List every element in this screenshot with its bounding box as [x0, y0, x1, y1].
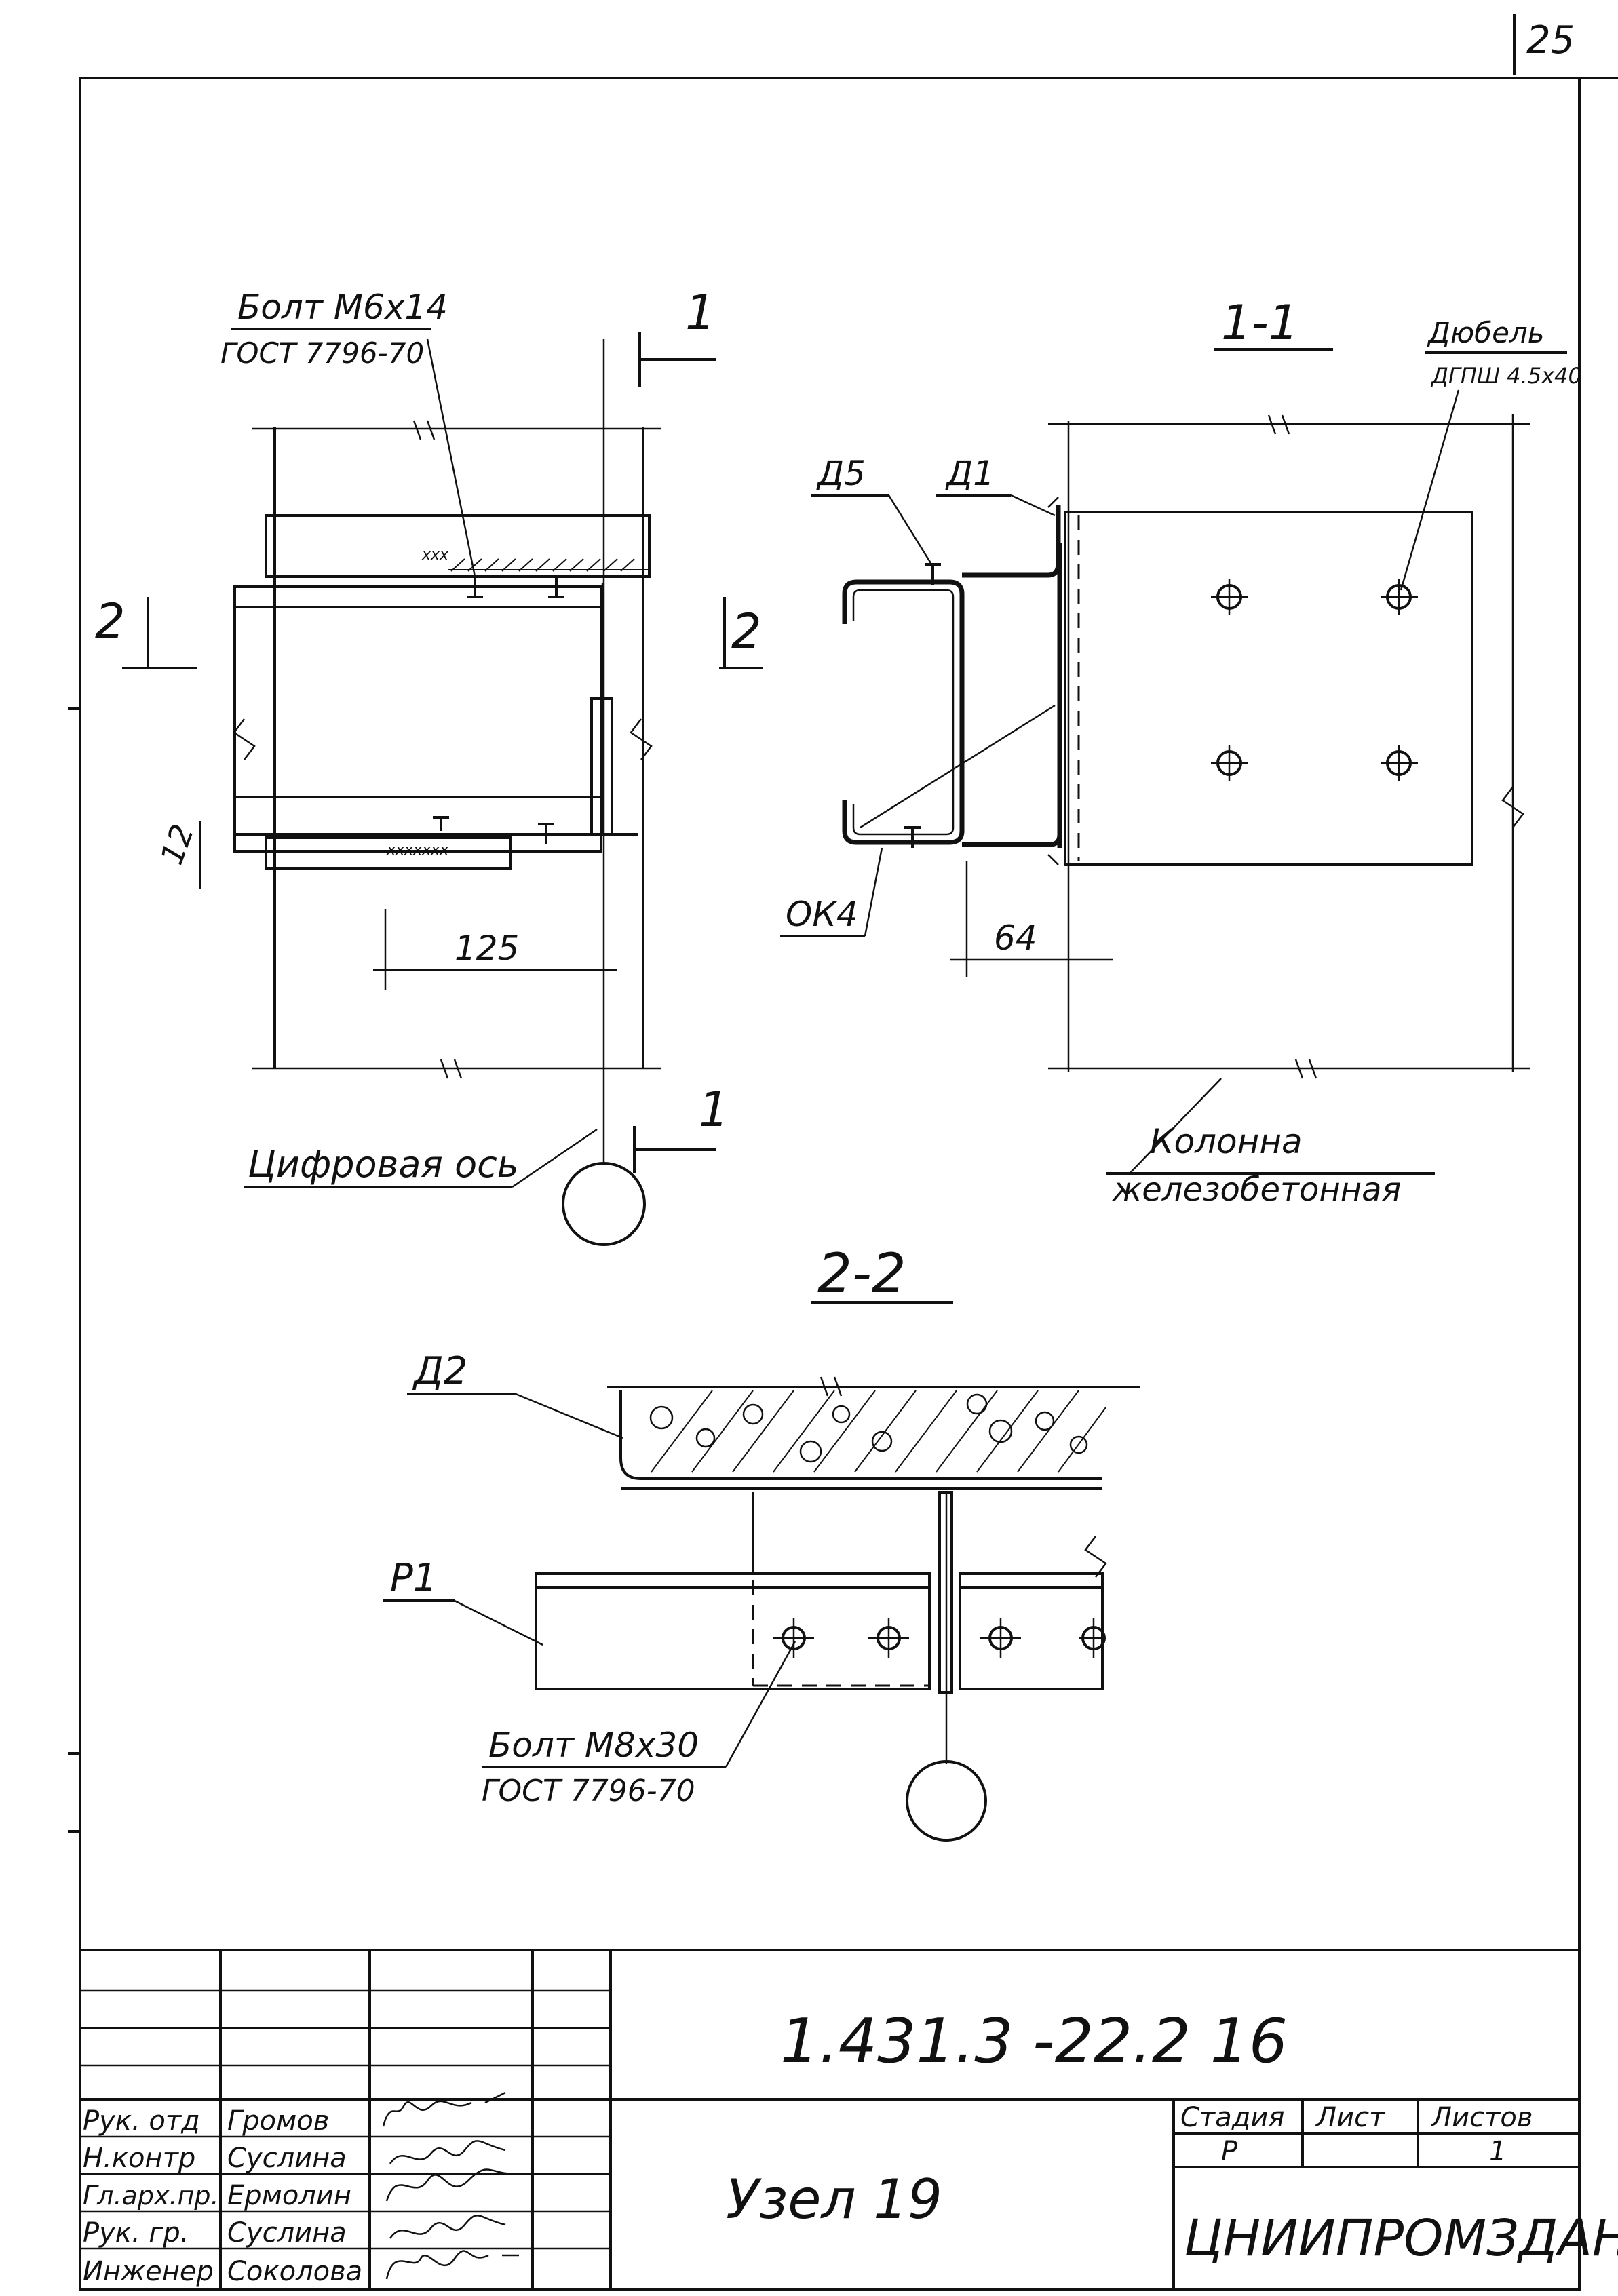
column-label-leader [1129, 1078, 1222, 1174]
node-title: Узел 19 [726, 2168, 942, 2231]
break-top [412, 420, 436, 440]
axis-marker-circle-2 [906, 1760, 987, 1842]
page-number: 25 [1526, 18, 1575, 62]
section-2-mark-left: 2 [95, 594, 126, 649]
beam-right [959, 1572, 1104, 1690]
section-2-2-view: 2-2 [383, 1242, 1140, 1842]
label-ok4-leader [864, 847, 883, 937]
bolt-bottom-label: Болт М8х30 [488, 1726, 699, 1765]
axis-marker-circle [562, 1162, 646, 1246]
title-block: 1.431.3 -22.2 16 Узел 19 Стадия Лист Лис… [80, 1949, 1618, 2289]
signatures [382, 2091, 519, 2280]
top-plate [265, 514, 651, 578]
label-d1-leader [1010, 494, 1056, 517]
label-d2: Д2 [412, 1349, 467, 1393]
name-2: Ермолин [227, 2180, 351, 2211]
angle-top [962, 505, 1061, 578]
angle-bottom [962, 699, 1062, 847]
name-4: Соколова [227, 2256, 362, 2287]
weld-ticks [1047, 497, 1059, 865]
signature-2 [385, 2168, 516, 2202]
sheet-frame [79, 77, 1581, 2291]
axis-label-leader [512, 1128, 598, 1188]
stage-value: Р [1221, 2136, 1238, 2167]
weld-marks-bottom: xxxxxxx [386, 842, 449, 859]
section-2-mark-right: 2 [731, 604, 762, 659]
bolt-bottom-gost: ГОСТ 7796-70 [482, 1774, 695, 1808]
break-bottom [440, 1059, 463, 1079]
signature-4 [385, 2250, 519, 2280]
label-dowel-spec: ДГПШ 4.5х40 [1430, 363, 1582, 389]
signature-3 [389, 2215, 506, 2239]
bottom-plate [265, 836, 512, 870]
name-1: Суслина [227, 2143, 347, 2174]
channel-section-outer [842, 579, 965, 845]
dim-125: 125 [455, 929, 519, 968]
column-label-2: железобетонная [1112, 1171, 1401, 1209]
label-d5: Д5 [816, 454, 866, 493]
section-1-1-view: 1-1 [780, 295, 1582, 1209]
label-ok4: ОК4 [786, 895, 858, 934]
sheet-header: Лист [1315, 2102, 1386, 2133]
clip-bolts [904, 563, 941, 848]
name-0: Громов [227, 2105, 329, 2137]
dim-12: 12 [153, 819, 201, 869]
signature-1 [389, 2140, 506, 2164]
sheets-header: Листов [1430, 2102, 1533, 2133]
bolt-top-leader [426, 338, 476, 577]
axis-label: Цифровая ось [248, 1143, 519, 1186]
sheets-value: 1 [1489, 2136, 1506, 2167]
weld-marks-top: xxx [421, 547, 449, 564]
column-section [1064, 511, 1473, 866]
beam-break-2 [1084, 1536, 1107, 1578]
role-3: Рук. гр. [83, 2217, 189, 2249]
column-break-bottom [1294, 1059, 1317, 1079]
section-1-mark-top: 1 [685, 285, 716, 340]
designation: 1.431.3 -22.2 16 [780, 2006, 1288, 2077]
label-ok4-weld-leader [860, 704, 1056, 829]
label-p1-leader [454, 1599, 543, 1646]
bolt-top-label: Болт М6х14 [237, 288, 448, 327]
label-dowel: Дюбель [1427, 316, 1545, 349]
section-1-title: 1-1 [1221, 295, 1298, 351]
organization: ЦНИИПРОМЗДАНИЙ [1184, 2208, 1618, 2268]
column-break-right [1501, 786, 1524, 828]
role-2: Гл.арх.пр. [83, 2181, 219, 2211]
section-1-mark-bottom: 1 [699, 1082, 729, 1137]
channel-section-inner [852, 589, 955, 836]
dowel-holes [1211, 579, 1418, 781]
dim-64: 64 [994, 918, 1037, 958]
bolt-bottom-leader [725, 1641, 796, 1768]
label-d5-leader [887, 494, 934, 567]
section-2-title: 2-2 [817, 1242, 906, 1305]
column-break-top [1267, 414, 1290, 435]
top-plate-hatch [450, 558, 635, 572]
label-d1: Д1 [945, 454, 995, 493]
elevation-view: xxx xxxxxxx 1 1 2 2 Бол [95, 285, 763, 1246]
label-p1: Р1 [390, 1556, 437, 1600]
slab-break [820, 1376, 843, 1397]
bolts-bottom [433, 816, 554, 844]
slab-hatch [651, 1390, 1106, 1473]
label-d2-leader [515, 1393, 623, 1439]
role-4: Инженер [83, 2256, 214, 2287]
label-dowel-leader [1400, 389, 1460, 591]
role-0: Рук. отд [83, 2105, 200, 2137]
name-3: Суслина [227, 2217, 347, 2249]
bolts-2 [773, 1618, 1106, 1658]
role-1: Н.контр [83, 2143, 195, 2174]
channel-beam [233, 585, 602, 853]
beam-break-left [233, 718, 256, 760]
beam-left [535, 1572, 931, 1690]
beam-break-right [630, 718, 653, 760]
bolt-top-gost: ГОСТ 7796-70 [220, 336, 424, 370]
signature-0 [382, 2091, 506, 2127]
bolts-top [467, 577, 564, 598]
column-label-1: Колонна [1150, 1122, 1303, 1161]
slab-outline [619, 1390, 1102, 1480]
stage-header: Стадия [1180, 2102, 1284, 2133]
slab-aggregate [649, 1393, 1088, 1463]
